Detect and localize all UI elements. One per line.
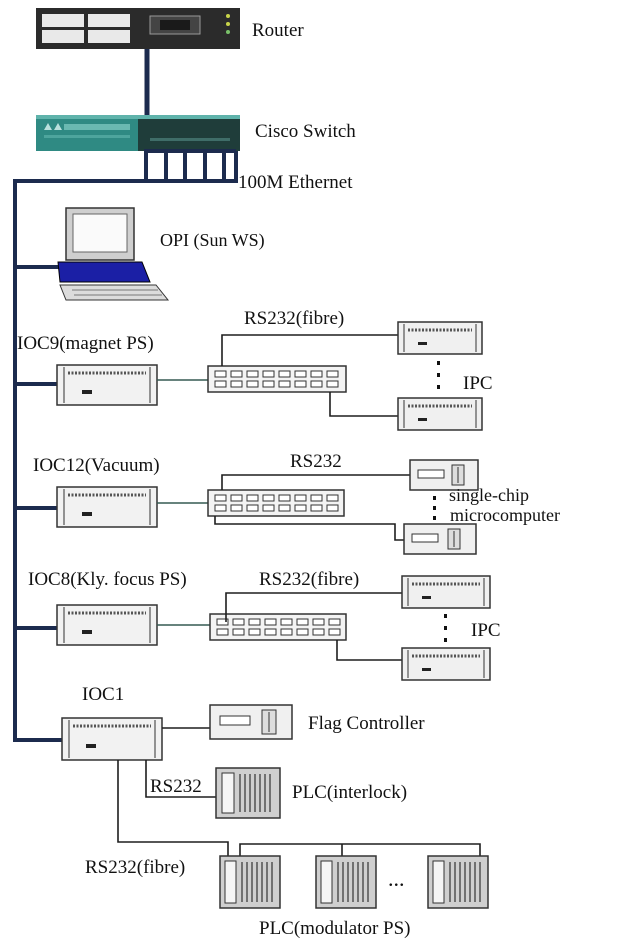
ioc12-rs232-link-bottom — [214, 516, 404, 541]
ioc9-crate — [56, 364, 158, 406]
ioc9-serial-hub — [207, 365, 347, 393]
rs232-fibre-label-2: RS232(fibre) — [259, 569, 359, 590]
ipc-2-ellipsis — [444, 614, 447, 642]
ioc8-crate — [56, 604, 158, 646]
ethernet-label: 100M Ethernet — [238, 172, 353, 193]
ipc-1-ellipsis — [437, 361, 440, 389]
rs232-label-1: RS232 — [290, 451, 342, 472]
router-device — [36, 8, 240, 49]
ioc1-plc-modulator-link — [117, 760, 229, 858]
single-chip-device-1 — [409, 459, 479, 491]
ioc12-serial-hub — [207, 489, 345, 517]
ioc9-fibre-link-bottom — [329, 392, 398, 417]
rs232-label-2: RS232 — [150, 776, 202, 797]
single-chip-device-2 — [403, 523, 477, 555]
plc-modulator-label: PLC(modulator PS) — [259, 918, 410, 939]
ioc1-label: IOC1 — [82, 684, 124, 705]
ioc8-serial-hub — [209, 613, 347, 641]
rs232-fibre-label-1: RS232(fibre) — [244, 308, 344, 329]
plc-modulator-device-1 — [219, 855, 281, 909]
opi-label: OPI (Sun WS) — [160, 230, 265, 251]
single-chip-label-line2: microcomputer — [450, 505, 560, 525]
ipc-device-1 — [397, 321, 483, 355]
flag-controller-device — [209, 704, 293, 740]
plc-modulator-device-3 — [427, 855, 489, 909]
ioc1-crate — [61, 717, 163, 761]
ipc-device-2 — [397, 397, 483, 431]
single-chip-label-line1: single-chip — [449, 485, 529, 505]
ioc9-label: IOC9(magnet PS) — [17, 333, 154, 354]
flag-controller-label: Flag Controller — [308, 713, 425, 734]
single-chip-ellipsis — [433, 496, 436, 520]
plc-ellipsis: ... — [388, 866, 405, 891]
plc-modulator-device-2 — [315, 855, 377, 909]
rs232-fibre-label-3: RS232(fibre) — [85, 857, 185, 878]
ethernet-backbone — [13, 179, 238, 742]
opi-workstation — [57, 207, 170, 301]
ipc-device-4 — [401, 647, 491, 681]
ipc-label-2: IPC — [471, 620, 501, 641]
ioc12-crate — [56, 486, 158, 528]
ipc-device-3 — [401, 575, 491, 609]
ioc8-fibre-link-bottom — [336, 640, 402, 661]
switch-label: Cisco Switch — [255, 121, 356, 142]
switch-ports — [144, 149, 238, 183]
ioc12-label: IOC12(Vacuum) — [33, 455, 160, 476]
ioc12-rs232-link-top — [221, 474, 410, 490]
plc-chain-link — [239, 843, 481, 858]
ipc-label-1: IPC — [463, 373, 493, 394]
ioc8-label: IOC8(Kly. focus PS) — [28, 569, 187, 590]
cisco-switch-device — [36, 115, 240, 151]
ioc1-plc-interlock-link — [145, 760, 232, 798]
ioc9-fibre-link-top — [221, 334, 398, 366]
ioc8-fibre-link-top — [225, 592, 402, 622]
router-label: Router — [252, 20, 304, 41]
plc-interlock-device — [215, 767, 281, 819]
plc-interlock-label: PLC(interlock) — [292, 782, 407, 803]
